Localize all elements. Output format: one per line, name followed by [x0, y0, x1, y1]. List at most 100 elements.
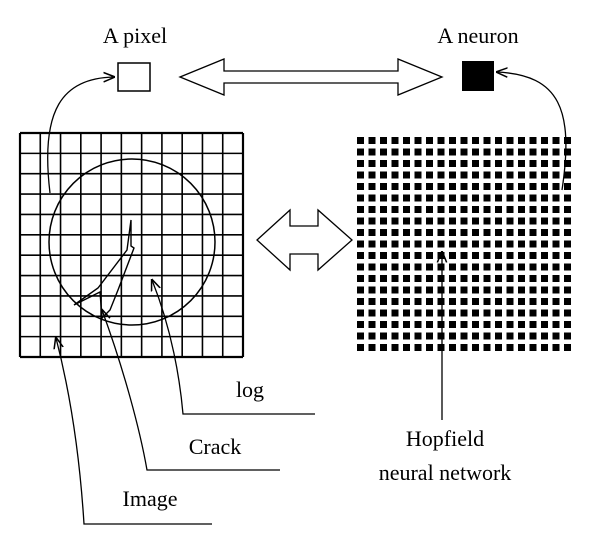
neuron-dot — [380, 137, 387, 144]
neuron-dot — [368, 344, 376, 351]
neuron-dot — [403, 263, 410, 271]
neuron-dot — [506, 217, 514, 225]
neuron-dot — [449, 240, 456, 248]
neuron-label: A neuron — [437, 23, 518, 48]
neuron-dot — [426, 298, 433, 305]
neuron-dot — [414, 148, 422, 156]
neuron-dot — [541, 194, 548, 202]
neuron-dot — [472, 171, 479, 179]
neuron-dot — [449, 183, 456, 190]
neuron-dot — [518, 332, 525, 340]
neuron-dot — [495, 252, 502, 259]
neuron-dot — [403, 252, 410, 259]
neuron-dot — [460, 298, 468, 305]
neuron-dot — [403, 171, 410, 179]
neuron-dot — [426, 275, 433, 282]
neuron-dot — [529, 252, 537, 259]
neuron-dot — [564, 344, 571, 351]
neuron-dot — [506, 206, 514, 213]
neuron-dot — [391, 298, 399, 305]
neuron-dot — [449, 309, 456, 317]
neuron-dot — [437, 194, 445, 202]
neuron-dot — [391, 171, 399, 179]
neuron-dot — [564, 171, 571, 179]
neuron-dot — [403, 275, 410, 282]
neuron-dot — [483, 160, 491, 167]
neuron-dot — [449, 321, 456, 328]
neuron-dot — [414, 160, 422, 167]
neuron-dot — [391, 344, 399, 351]
neuron-dot — [403, 321, 410, 328]
neuron-dot — [529, 332, 537, 340]
neuron-dot — [449, 263, 456, 271]
neuron-dot — [483, 171, 491, 179]
neuron-dot — [357, 275, 364, 282]
neuron-dot — [541, 321, 548, 328]
crack-pointer-arrow-icon — [102, 310, 280, 471]
neuron-dot — [368, 148, 376, 156]
neuron-dot — [460, 240, 468, 248]
neuron-dot — [541, 275, 548, 282]
neuron-dot — [357, 344, 364, 351]
neuron-dot — [368, 183, 376, 190]
neuron-dot — [414, 206, 422, 213]
neuron-dot — [564, 332, 571, 340]
neuron-dot — [380, 194, 387, 202]
neuron-dot — [483, 148, 491, 156]
neuron-dot — [495, 229, 502, 236]
neuron-dot — [437, 240, 445, 248]
neuron-dot — [518, 309, 525, 317]
neuron-dot — [403, 286, 410, 294]
neuron-dot — [506, 240, 514, 248]
neuron-dot — [426, 309, 433, 317]
neuron-dot — [495, 298, 502, 305]
neuron-dot — [414, 286, 422, 294]
neuron-dot — [414, 275, 422, 282]
neuron-dot — [460, 171, 468, 179]
neuron-dot — [437, 137, 445, 144]
neuron-dot — [391, 309, 399, 317]
neuron-dot — [391, 252, 399, 259]
neuron-dot — [449, 217, 456, 225]
neuron-dot — [518, 298, 525, 305]
neuron-dot — [552, 229, 560, 236]
neuron-dot — [552, 206, 560, 213]
neuron-dot — [552, 252, 560, 259]
neuron-dot — [368, 137, 376, 144]
neuron-dot — [403, 309, 410, 317]
image-pointer-arrow-icon — [56, 338, 212, 525]
neuron-dot — [368, 263, 376, 271]
neuron-dot — [403, 298, 410, 305]
neuron-dot — [391, 194, 399, 202]
neuron-dot — [460, 148, 468, 156]
image-network-double-arrow-icon — [256, 208, 353, 272]
neuron-dot — [552, 240, 560, 248]
neuron-dot — [552, 217, 560, 225]
log-circle — [48, 158, 216, 326]
neuron-dot — [541, 252, 548, 259]
neuron-dot — [564, 286, 571, 294]
neuron-dot — [391, 286, 399, 294]
neuron-dot — [552, 194, 560, 202]
neuron-dot — [391, 160, 399, 167]
neuron-dot — [403, 229, 410, 236]
neuron-dot — [414, 240, 422, 248]
neuron-dot — [472, 148, 479, 156]
neuron-dot — [483, 344, 491, 351]
neuron-dot — [426, 229, 433, 236]
neuron-dot — [483, 309, 491, 317]
neuron-dot — [380, 252, 387, 259]
neuron-dot — [380, 183, 387, 190]
neuron-dot — [403, 240, 410, 248]
neuron-dot — [472, 229, 479, 236]
neuron-dot — [472, 321, 479, 328]
neuron-dot — [403, 194, 410, 202]
neuron-dot — [552, 275, 560, 282]
neuron-dot — [380, 160, 387, 167]
neuron-dot — [426, 263, 433, 271]
neuron-dot — [518, 321, 525, 328]
neuron-dot — [483, 194, 491, 202]
neuron-dot — [483, 298, 491, 305]
neuron-dot — [529, 321, 537, 328]
